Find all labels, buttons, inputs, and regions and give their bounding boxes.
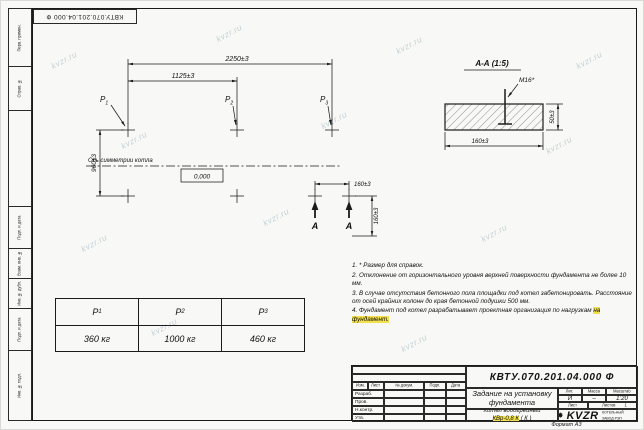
note-1: 1. * Размер для справок. <box>352 262 424 269</box>
title-block-product: Котел водогрейный КВр-0,8 К ( К ) <box>466 409 558 422</box>
sign-cell-empty <box>424 398 446 406</box>
sheet-label: Лист <box>558 402 588 409</box>
sign-row-utv: Утв. <box>352 414 384 422</box>
note-2: 2. Отклонение от горизонтального уровня … <box>352 271 627 287</box>
company-logo: KVZR <box>566 409 599 422</box>
sign-cell-empty <box>384 398 424 406</box>
sign-row-nkontr: Н.контр. <box>352 406 384 414</box>
load-table-value-p2: 1000 кг <box>138 326 221 351</box>
scale-header: Масштаб <box>606 388 638 395</box>
sign-header-podp: Подп. <box>424 382 446 390</box>
doc-number-rotated: КВТУ.070.201.04.000 Ф <box>46 13 124 20</box>
load-table-value-p3: 460 кг <box>221 326 304 351</box>
left-margin-column: Перв. примен. Справ. № Подп. и дата Взам… <box>8 8 32 421</box>
sign-cell-empty <box>424 406 446 414</box>
sign-header-list: Лист <box>368 382 384 390</box>
margin-cell-inv-dubl: Инв. № дубл. <box>9 279 31 309</box>
title-block: Изм. Лист № докум. Подп. Дата Разраб. Пр… <box>351 365 638 422</box>
company-name: КОТЕЛЬНЫЙ ЗАВОД РЭП <box>601 410 624 421</box>
drawing-frame <box>32 8 637 421</box>
mass-value: – <box>582 395 606 402</box>
sign-header-docum: № докум. <box>384 382 424 390</box>
margin-cell-podp-data-1: Подп. и дата <box>9 207 31 249</box>
margin-cell-sprav-no: Справ. № <box>9 67 31 111</box>
margin-cell-podp-data-2: Подп. и дата <box>9 309 31 351</box>
sign-row-prov: Пров. <box>352 398 384 406</box>
sign-cell-empty <box>424 390 446 398</box>
sign-cell-empty <box>424 414 446 422</box>
lit-value: И <box>558 395 582 402</box>
logo-burst-icon: ✸ <box>559 411 564 420</box>
load-table-value-row: 360 кг 1000 кг 460 кг <box>56 325 304 351</box>
scale-value: 1:20 <box>606 395 638 402</box>
load-table-value-p1: 360 кг <box>83 333 111 344</box>
sign-cell-empty <box>446 414 466 422</box>
format-note: Формат А3 <box>551 421 582 428</box>
margin-cell-empty <box>9 111 31 207</box>
note-3: 3. В случае отсутствия бетонного пола пл… <box>352 289 632 305</box>
title-block-title: Задание на установку фундамента <box>466 388 558 409</box>
company-cell: ✸ KVZR КОТЕЛЬНЫЙ ЗАВОД РЭП <box>558 409 638 422</box>
highlighted-text: КВр-0,8 К <box>492 415 519 422</box>
margin-cell-vzam-inv: Взам. инв. № <box>9 249 31 279</box>
sheets-value: 1 <box>624 403 627 408</box>
margin-cell-inv-podl: Инв. № подл. <box>17 372 23 399</box>
sign-header-izm: Изм. <box>352 382 368 390</box>
revision-row-empty <box>352 374 466 382</box>
sign-cell-empty <box>384 390 424 398</box>
sign-cell-empty <box>384 406 424 414</box>
note-4: 4. Фундамент под котел разрабатывает про… <box>352 307 601 323</box>
lit-header: Лит. <box>558 388 582 395</box>
sign-cell-empty <box>446 390 466 398</box>
title-block-doc-number: КВТУ.070.201.04.000 Ф <box>466 366 638 388</box>
sign-header-data: Дата <box>446 382 466 390</box>
sign-row-razrab: Разраб. <box>352 390 384 398</box>
sign-cell-empty <box>446 398 466 406</box>
mass-header: Масса <box>582 388 606 395</box>
doc-number-box: КВТУ.070.201.04.000 Ф <box>33 9 137 24</box>
technical-notes: 1. * Размер для справок. 2. Отклонение о… <box>352 262 634 325</box>
sign-cell-empty <box>446 406 466 414</box>
revision-row-empty <box>352 366 466 374</box>
margin-cell-perv-primen: Перв. примен. <box>9 9 31 67</box>
sign-cell-empty <box>384 414 424 422</box>
